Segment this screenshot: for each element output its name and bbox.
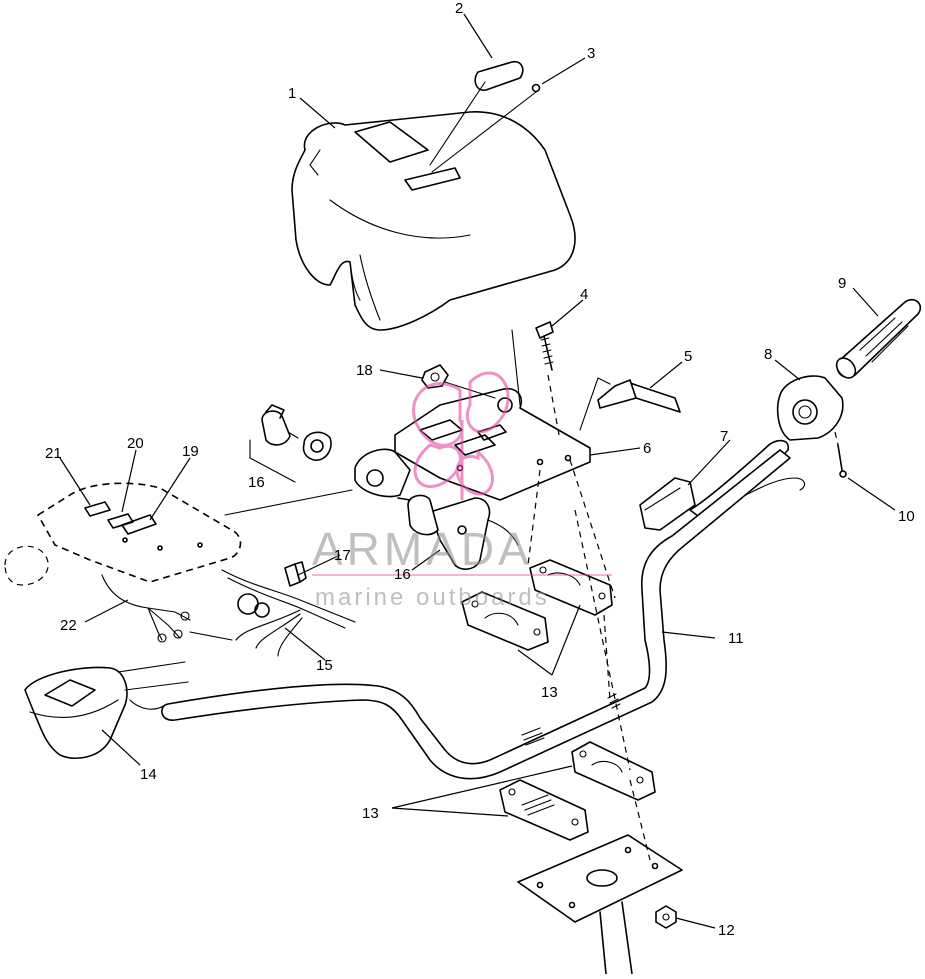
callout-10: 10 <box>898 508 915 525</box>
callout-16-left: 16 <box>248 474 265 491</box>
part-13-clamp-upper-2 <box>461 591 549 651</box>
part-12-nut <box>655 905 677 929</box>
callout-4: 4 <box>580 286 588 303</box>
callout-16-center: 16 <box>394 566 411 583</box>
watermark-logo <box>412 371 510 500</box>
part-4-bolt <box>535 321 554 371</box>
part-13-clamp-lower-1 <box>571 741 656 801</box>
part-22-wire-leads <box>101 574 233 643</box>
part-5-switch <box>579 377 681 431</box>
callout-6: 6 <box>643 440 651 457</box>
leader-lines <box>59 13 896 929</box>
watermark-brand: ARMADA <box>312 523 533 575</box>
callout-9: 9 <box>838 275 846 292</box>
alignment-lines <box>527 374 839 861</box>
callout-11: 11 <box>728 630 744 647</box>
part-16-ignition-switch <box>397 494 519 570</box>
callout-17: 17 <box>334 547 351 564</box>
part-19-21-switch-panel <box>4 482 353 586</box>
callout-7: 7 <box>720 428 728 445</box>
callout-12: 12 <box>718 922 735 939</box>
part-14-control-housing <box>24 661 189 759</box>
callout-13-lower: 13 <box>362 805 379 822</box>
part-15-wiring-harness <box>221 561 356 657</box>
watermark-tagline: marine outboards <box>315 584 550 611</box>
part-13-clamp-lower-2 <box>499 779 589 841</box>
callout-1: 1 <box>288 85 296 102</box>
callout-22: 22 <box>60 617 77 634</box>
callout-21: 21 <box>45 445 62 462</box>
part-9-grip <box>835 298 922 379</box>
part-1-cover <box>291 111 576 331</box>
callout-labels: 1 2 3 4 5 6 7 8 9 10 11 12 13 13 14 15 1… <box>45 0 915 939</box>
part-13-clamp-upper-1 <box>529 559 613 616</box>
callout-15: 15 <box>316 657 333 674</box>
part-6-bracket <box>354 329 591 501</box>
callout-18: 18 <box>356 362 373 379</box>
callout-5: 5 <box>684 348 692 365</box>
part-10-screw <box>837 444 847 478</box>
callout-2: 2 <box>455 0 463 17</box>
steering-plate <box>517 834 683 975</box>
callout-3: 3 <box>587 45 595 62</box>
callout-20: 20 <box>127 435 144 452</box>
callout-13-upper: 13 <box>541 684 558 701</box>
part-3-screw <box>431 83 541 173</box>
watermark: ARMADA marine outboards <box>312 371 612 611</box>
part-8-throttle-housing <box>776 375 844 441</box>
callout-8: 8 <box>764 346 772 363</box>
callout-14: 14 <box>140 766 157 783</box>
part-16-grommet <box>249 404 332 483</box>
part-2-lens <box>429 60 524 166</box>
callout-19: 19 <box>182 443 199 460</box>
